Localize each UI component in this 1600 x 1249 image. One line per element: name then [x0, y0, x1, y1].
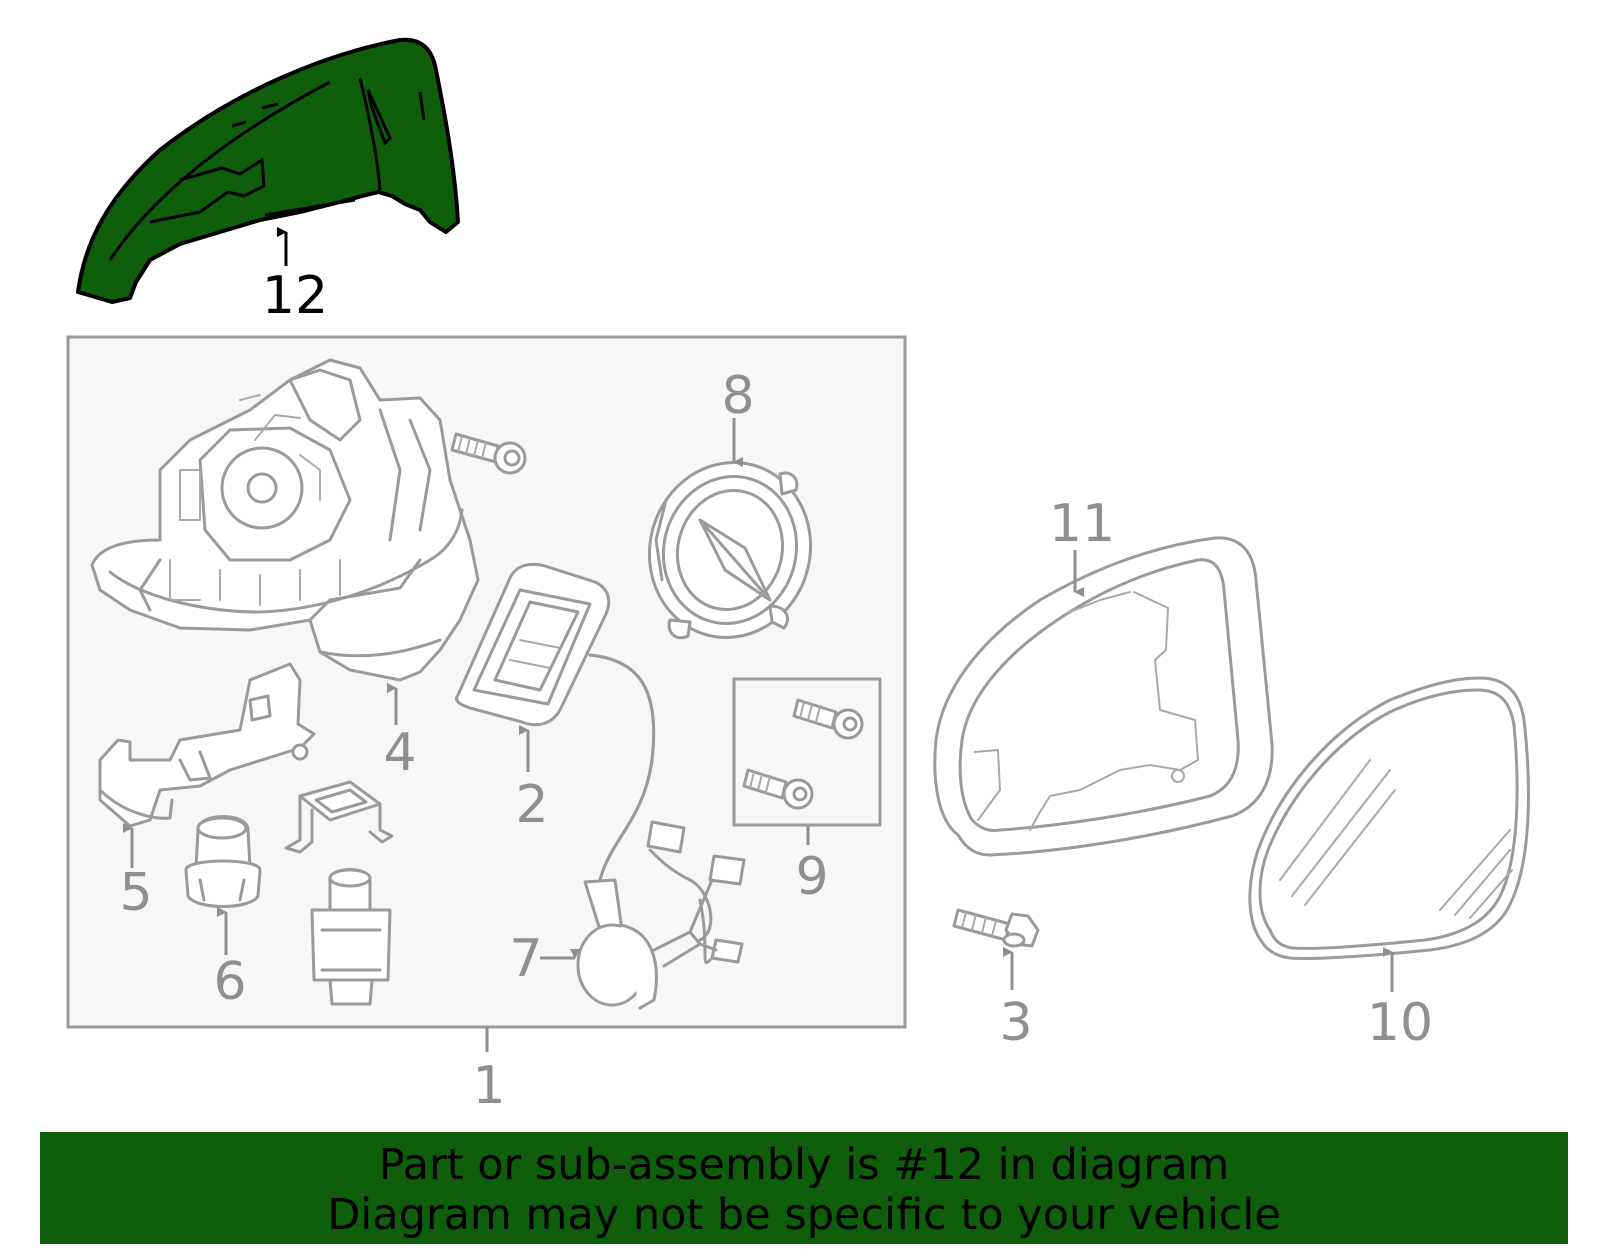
banner-line-1: Part or sub-assembly is #12 in diagram [378, 1140, 1230, 1190]
part-3-screw[interactable] [952, 908, 1040, 948]
part-6-socket[interactable] [184, 815, 262, 908]
part-12-mirror-cover[interactable] [76, 37, 460, 304]
part-4-mirror-base[interactable] [90, 358, 480, 682]
callout-12: 12 [262, 266, 328, 326]
callout-10: 10 [1367, 993, 1433, 1053]
callout-2: 2 [515, 775, 548, 835]
callout-8: 8 [721, 366, 754, 426]
part-2-gasket[interactable] [455, 562, 656, 882]
callout-7: 7 [509, 929, 542, 989]
part-11-mirror-housing[interactable] [933, 536, 1274, 857]
callout-5: 5 [119, 863, 152, 923]
small-clip[interactable] [284, 780, 394, 854]
part-9-screws[interactable] [742, 698, 864, 810]
part-7-harness[interactable] [576, 820, 746, 1010]
part-5-bracket[interactable] [98, 662, 316, 828]
screw-upper[interactable] [450, 432, 527, 475]
callout-11: 11 [1049, 494, 1115, 554]
callout-9: 9 [795, 847, 828, 907]
part-8-motor-unit[interactable] [630, 444, 830, 655]
banner-line-2: Diagram may not be specific to your vehi… [327, 1190, 1281, 1240]
callout-1: 1 [472, 1056, 505, 1116]
callout-6: 6 [213, 952, 246, 1012]
callout-3: 3 [999, 993, 1032, 1053]
part-10-mirror-glass[interactable] [1248, 676, 1530, 960]
callout-4: 4 [383, 723, 416, 783]
small-switch[interactable] [310, 868, 392, 1006]
info-banner: Part or sub-assembly is #12 in diagram D… [40, 1132, 1568, 1244]
